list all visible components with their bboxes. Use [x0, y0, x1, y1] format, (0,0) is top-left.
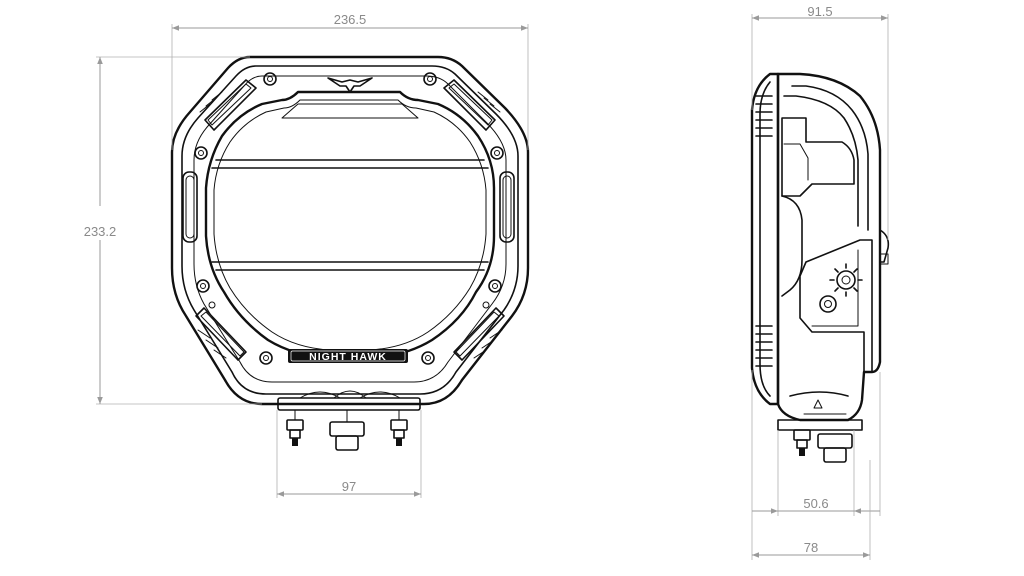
dim-side-depth: 91.5 — [751, 4, 889, 240]
side-cable-gland — [879, 229, 890, 263]
side-mount-bolts — [793, 429, 853, 463]
side-front-face-inner — [759, 81, 771, 397]
side-base-curve — [789, 391, 849, 397]
side-mount-plate-inner — [811, 249, 859, 327]
side-upper-ribs — [755, 95, 773, 137]
front-housing-outline — [170, 55, 530, 406]
dim-front-width: 236.5 — [171, 12, 529, 150]
dim-side-base-depth-label: 78 — [804, 540, 818, 555]
dim-bracket-width-label: 97 — [342, 479, 356, 494]
side-base-arrow — [813, 399, 823, 409]
brand-badge-text: NIGHT HAWK — [309, 351, 387, 363]
front-screws — [194, 72, 504, 365]
side-lower-ribs — [755, 325, 773, 367]
side-cable-gland-ring — [879, 253, 889, 265]
side-view — [750, 72, 890, 463]
dim-side-mount-depth-label: 50.6 — [803, 496, 828, 511]
lower-right-diagonal-vent — [453, 307, 505, 361]
side-adjuster-knob-icon — [829, 263, 863, 297]
right-side-vent — [499, 171, 515, 243]
front-lens-inner — [213, 99, 487, 351]
front-mount-bracket — [277, 390, 421, 451]
side-body-curve — [781, 195, 803, 297]
brand-badge: NIGHT HAWK — [288, 349, 408, 363]
side-pivot-bolt-icon — [819, 295, 837, 313]
right-side-vent-inner — [502, 175, 512, 239]
dim-side-mount-depth: 50.6 — [751, 370, 881, 560]
side-front-face — [750, 72, 780, 406]
dim-bracket-width: 97 — [276, 410, 422, 498]
lower-left-diagonal-vent — [195, 307, 247, 361]
front-lens-outline — [204, 90, 496, 360]
side-heatsink-inner — [783, 95, 859, 227]
dim-front-height-label: 233.2 — [84, 224, 117, 239]
front-bezel-ring — [193, 75, 507, 383]
dim-front-height: 233.2 — [84, 56, 262, 405]
side-fin-detail — [783, 143, 809, 181]
upper-right-diagonal-vent — [443, 79, 501, 131]
hawk-logo-icon — [327, 77, 373, 93]
dim-side-base-depth: 78 — [752, 460, 871, 560]
side-fin-block — [781, 117, 855, 197]
side-mount-bracket — [777, 419, 863, 431]
dim-front-width-label: 236.5 — [334, 12, 367, 27]
left-side-vent-inner — [185, 175, 195, 239]
dim-side-depth-label: 91.5 — [807, 4, 832, 19]
side-heatsink-top — [791, 85, 869, 231]
upper-left-diagonal-vent — [199, 79, 257, 131]
side-mount-plate — [799, 239, 873, 373]
front-view: NIGHT HAWK — [170, 55, 530, 451]
lens-top-panel — [281, 103, 419, 119]
front-housing-inner — [181, 65, 519, 395]
left-side-vent — [182, 171, 198, 243]
